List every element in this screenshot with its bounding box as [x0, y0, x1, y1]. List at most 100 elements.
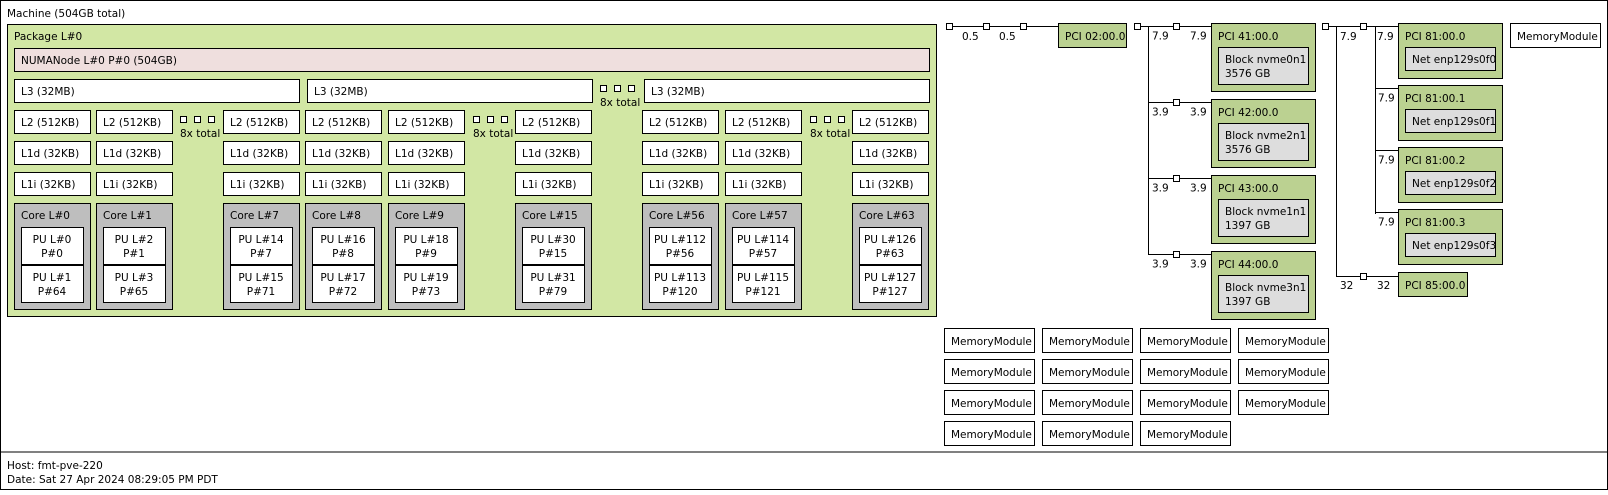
- pci-device-label: PCI 41:00.0: [1218, 31, 1278, 43]
- pu-box: [230, 227, 293, 265]
- net-device-label: Net enp129s0f1: [1412, 116, 1496, 128]
- block-device-box: [1218, 199, 1309, 237]
- memory-module: MemoryModule: [1042, 359, 1133, 384]
- l1d-cache-label: L1d (32KB): [859, 148, 917, 160]
- pu-label: PU L#18: [403, 234, 448, 246]
- cores-layer: L2 (512KB) L1d (32KB) L1i (32KB) Core L#0PU…: [14, 110, 929, 310]
- link-speed-label: 3.9: [1190, 183, 1207, 195]
- pci-device-label: PCI 42:00.0: [1218, 107, 1278, 119]
- memory-module-label: MemoryModule: [1147, 429, 1228, 441]
- memory-module-label: MemoryModule: [1147, 367, 1228, 379]
- memory-module-box: [1140, 328, 1231, 353]
- link-speed-label: 0.5: [999, 31, 1016, 43]
- memory-module: MemoryModule: [1042, 390, 1133, 415]
- l1d-cache-label: L1d (32KB): [230, 148, 288, 160]
- core-label: Core L#0: [21, 210, 70, 222]
- link-port: [946, 23, 953, 30]
- pu-box: [649, 265, 712, 303]
- block-device-box: [1218, 47, 1309, 85]
- pci-device-label: PCI 81:00.1: [1405, 93, 1465, 105]
- pu-label: P#64: [38, 286, 67, 298]
- pu-label: PU L#127: [864, 272, 916, 284]
- l2-cache-label: L2 (512KB): [522, 117, 580, 129]
- net-device-label: Net enp129s0f3: [1412, 240, 1496, 252]
- block-device-size: 3576 GB: [1225, 144, 1270, 156]
- pu-box: [312, 265, 375, 303]
- core-label: Core L#7: [230, 210, 279, 222]
- l1d-cache-label: L1d (32KB): [21, 148, 79, 160]
- memory-module-label: MemoryModule: [1245, 398, 1326, 410]
- link-speed-label: 3.9: [1152, 259, 1169, 271]
- machine-title: Machine (504GB total): [7, 8, 125, 20]
- pu-box: [312, 227, 375, 265]
- link-speed-label: 7.9: [1190, 31, 1207, 43]
- pu-label: PU L#19: [403, 272, 448, 284]
- memory-module: MemoryModule: [1140, 359, 1231, 384]
- memory-module: MemoryModule: [1238, 390, 1329, 415]
- core-column: L2 (512KB)L1d (32KB)L1i (32KB)Core L#56P…: [642, 110, 719, 310]
- memory-module: MemoryModule: [1140, 390, 1231, 415]
- l2-cache-label: L2 (512KB): [649, 117, 707, 129]
- link-speed-label: 7.9: [1378, 217, 1395, 229]
- l1i-cache-box: [515, 172, 592, 196]
- core-label: Core L#9: [395, 210, 444, 222]
- pci-device-label: PCI 85:00.0: [1405, 280, 1465, 292]
- pu-label: P#65: [120, 286, 149, 298]
- memory-module-box: [1042, 390, 1133, 415]
- memory-module-label: MemoryModule: [1517, 31, 1598, 43]
- l3-cache-box: [14, 79, 300, 103]
- core-column: L2 (512KB)L1d (32KB)L1i (32KB)Core L#15P…: [515, 110, 592, 310]
- memory-module-box: [1238, 390, 1329, 415]
- core-label: Core L#56: [649, 210, 705, 222]
- core-column: L2 (512KB)L1d (32KB)L1i (32KB)Core L#63P…: [852, 110, 929, 310]
- l2-cache-box: [305, 110, 382, 134]
- link-speed-label: 7.9: [1340, 31, 1357, 43]
- l1i-cache-label: L1i (32KB): [732, 179, 786, 191]
- memory-module-box: [1042, 359, 1133, 384]
- l1d-cache-box: [725, 141, 802, 165]
- memory-module-label: MemoryModule: [1245, 336, 1326, 348]
- l3-cache-label: L3 (32MB): [21, 86, 75, 98]
- l3-total-indicator: 8x total: [600, 85, 640, 109]
- pu-label: PU L#15: [238, 272, 283, 284]
- memory-module-label: MemoryModule: [951, 398, 1032, 410]
- l1i-cache-box: [14, 172, 91, 196]
- pu-box: [649, 227, 712, 265]
- l1d-cache-box: [852, 141, 929, 165]
- memory-module: MemoryModule: [1140, 421, 1231, 446]
- pu-box: [395, 227, 458, 265]
- l1i-cache-label: L1i (32KB): [395, 179, 449, 191]
- pu-label: P#73: [412, 286, 441, 298]
- link-port: [1173, 23, 1180, 30]
- pu-box: [522, 227, 585, 265]
- pu-label: P#120: [662, 286, 697, 298]
- memory-module-box: [1042, 421, 1133, 446]
- l1i-cache-label: L1i (32KB): [230, 179, 284, 191]
- memory-module: MemoryModule: [944, 390, 1035, 415]
- link-port: [1020, 23, 1027, 30]
- l2-cache-label: L2 (512KB): [230, 117, 288, 129]
- l3-cache-box: [307, 79, 593, 103]
- pu-box: [395, 265, 458, 303]
- link-speed-label: 7.9: [1378, 155, 1395, 167]
- core-column: L2 (512KB)L1d (32KB)L1i (32KB)Core L#0PU…: [14, 110, 91, 310]
- pci-device-label: PCI 81:00.0: [1405, 31, 1465, 43]
- l3-cache-label: L3 (32MB): [651, 86, 705, 98]
- pu-label: PU L#3: [115, 272, 154, 284]
- pci-device-label: PCI 81:00.3: [1405, 217, 1465, 229]
- core-column: L2 (512KB)L1d (32KB)L1i (32KB)Core L#9PU…: [388, 110, 465, 310]
- l1d-cache-label: L1d (32KB): [395, 148, 453, 160]
- link-port: [1173, 99, 1180, 106]
- link-speed-label: 3.9: [1190, 259, 1207, 271]
- link-speed-label: 3.9: [1152, 107, 1169, 119]
- link-port: [1173, 175, 1180, 182]
- memory-module: MemoryModule: [1238, 359, 1329, 384]
- l1d-cache-label: L1d (32KB): [732, 148, 790, 160]
- memory-module-box: [1238, 359, 1329, 384]
